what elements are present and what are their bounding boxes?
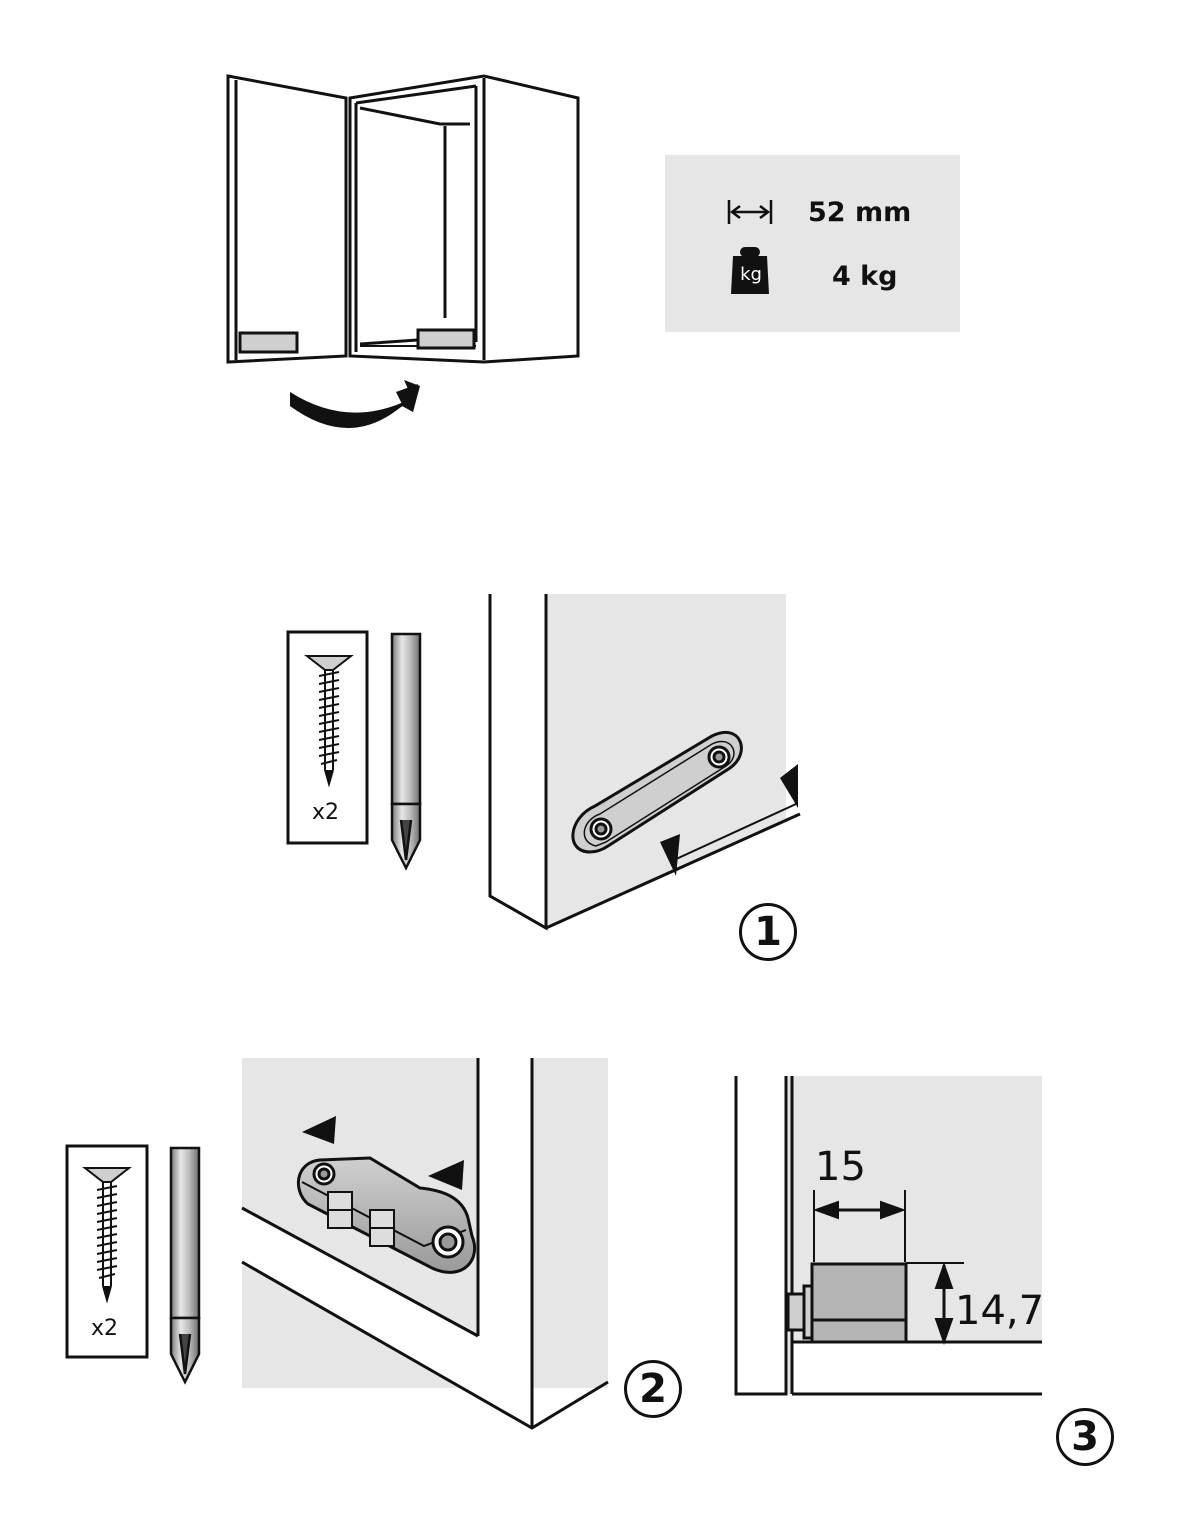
weight-value: 4 kg	[832, 261, 898, 292]
width-value: 52 mm	[808, 197, 912, 228]
step3-cabinet-section	[734, 1076, 1044, 1396]
step2-screw-quantity: x2	[91, 1316, 119, 1341]
step3-width-dimension: 15	[815, 1144, 866, 1190]
cabinet-magnet-catch	[416, 328, 476, 350]
step3-number-badge: 3	[1056, 1408, 1114, 1466]
spec-panel	[665, 155, 960, 332]
cabinet-body	[348, 74, 580, 364]
step1-screw-icon	[304, 655, 354, 788]
step1-door-panel	[488, 594, 801, 931]
step3-height-dimension: 14,7	[955, 1288, 1045, 1334]
step1-number-badge: 1	[739, 903, 797, 961]
step3-magnet-catch	[786, 1262, 908, 1344]
cabinet-overview	[226, 74, 580, 364]
step1-screw-quantity: x2	[312, 800, 340, 825]
cabinet-left-door	[226, 74, 348, 364]
weight-icon-label: kg	[740, 264, 762, 285]
step3-dimension-lines	[813, 1190, 964, 1346]
step1-strike-plate	[571, 730, 743, 854]
step1-alignment-marks	[660, 764, 798, 876]
step2-number-badge: 2	[624, 1360, 682, 1418]
step2-screw-icon	[82, 1167, 132, 1304]
step2-alignment-marks	[302, 1116, 464, 1190]
step1-screwdriver-icon	[390, 632, 422, 871]
close-door-arrow	[290, 380, 420, 428]
step2-screwdriver-icon	[169, 1146, 201, 1385]
step2-magnet-catch	[297, 1156, 477, 1274]
door-strike-plate	[238, 331, 299, 354]
